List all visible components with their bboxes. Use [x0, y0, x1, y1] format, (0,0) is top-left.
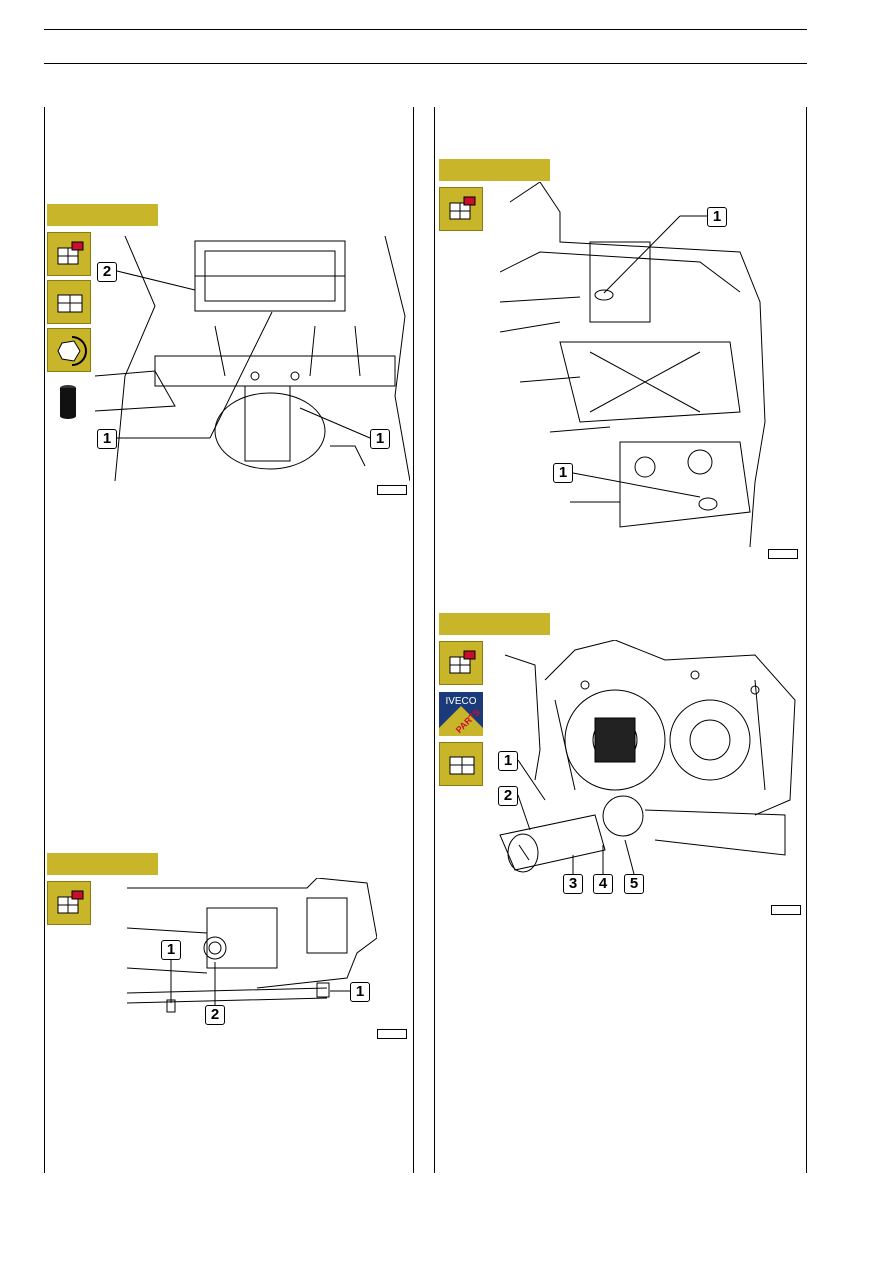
callout-5: 5 — [624, 874, 644, 894]
middle-rule-left — [413, 107, 414, 1173]
section-bar-fig3 — [439, 159, 550, 181]
figure-4-drawing — [495, 639, 800, 880]
middle-rule-right — [434, 107, 435, 1173]
right-column-rule — [806, 107, 807, 1173]
figure-number-box — [377, 485, 407, 495]
callout-2: 2 — [498, 786, 518, 806]
figure-number-box — [771, 905, 801, 915]
section-bar-fig1 — [47, 204, 158, 226]
section-bar-fig2 — [47, 853, 158, 875]
iveco-brand-text: IVECO — [445, 696, 477, 707]
left-column-rule — [44, 107, 45, 1173]
callout-1: 1 — [370, 429, 390, 449]
callout-3: 3 — [563, 874, 583, 894]
callout-1: 1 — [97, 429, 117, 449]
figure-1-drawing — [94, 235, 411, 482]
removal-icon — [439, 641, 483, 685]
sealant-icon — [58, 384, 78, 420]
iveco-parts-icon: IVECO PARTS — [439, 692, 483, 736]
callout-1: 1 — [350, 982, 370, 1002]
callout-1: 1 — [161, 940, 181, 960]
removal-icon — [47, 232, 91, 276]
callout-1: 1 — [707, 207, 727, 227]
refit-icon — [47, 280, 91, 324]
figure-number-box — [768, 549, 798, 559]
figure-3-drawing — [499, 181, 770, 548]
header-rule-bottom — [44, 63, 807, 64]
section-bar-fig4 — [439, 613, 550, 635]
removal-icon — [439, 187, 483, 231]
refit-icon — [439, 742, 483, 786]
header-rule-top — [44, 29, 807, 30]
callout-2: 2 — [205, 1005, 225, 1025]
callout-1: 1 — [553, 463, 573, 483]
removal-icon — [47, 881, 91, 925]
rotate-icon — [47, 328, 91, 372]
figure-number-box — [377, 1029, 407, 1039]
figure-2-drawing — [126, 877, 378, 1023]
callout-1: 1 — [498, 751, 518, 771]
callout-4: 4 — [593, 874, 613, 894]
callout-2: 2 — [97, 262, 117, 282]
